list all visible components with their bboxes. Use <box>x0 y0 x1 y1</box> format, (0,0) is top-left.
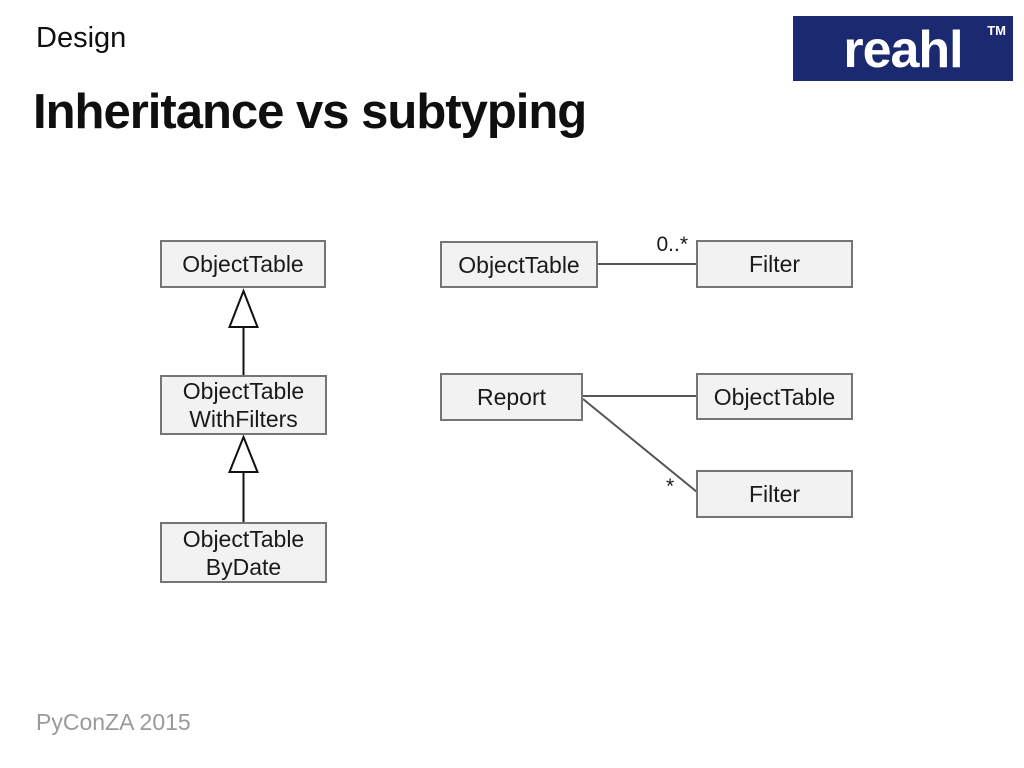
assoc-box-objecttable-top: ObjectTable <box>440 241 598 288</box>
inherit-box-objecttablebydate: ObjectTable ByDate <box>160 522 327 583</box>
assoc-box-filter-bottom: Filter <box>696 470 853 518</box>
class-box-label: ObjectTable WithFilters <box>182 378 305 432</box>
page-title: Inheritance vs subtyping <box>33 85 587 139</box>
class-box-label: ObjectTable <box>713 383 836 410</box>
footer-conference-label: PyConZA 2015 <box>36 709 191 735</box>
class-box-label: Filter <box>748 251 801 277</box>
multiplicity-label-bottom: * <box>666 475 675 498</box>
association-line <box>582 398 698 493</box>
inherit-box-objecttablewithfilters: ObjectTable WithFilters <box>160 375 327 435</box>
reahl-logo-text: reahl <box>843 20 963 79</box>
class-box-label: Report <box>476 384 547 410</box>
reahl-logo: reahl TM <box>793 16 1013 81</box>
assoc-box-report: Report <box>440 373 583 421</box>
class-box-label: ObjectTable <box>182 251 304 277</box>
assoc-box-objecttable-bottom: ObjectTable <box>696 373 853 420</box>
multiplicity-label-top: 0..* <box>656 233 688 256</box>
class-box-label: ObjectTable <box>458 251 580 278</box>
class-box-label: ObjectTable ByDate <box>182 525 305 580</box>
inherit-box-objecttable: ObjectTable <box>160 240 326 288</box>
inheritance-arrow <box>228 434 259 522</box>
trademark-symbol: TM <box>987 23 1006 38</box>
slide-category-label: Design <box>36 22 127 54</box>
inheritance-arrow <box>228 288 259 375</box>
assoc-box-filter-top: Filter <box>696 240 853 288</box>
class-box-label: Filter <box>748 481 801 507</box>
